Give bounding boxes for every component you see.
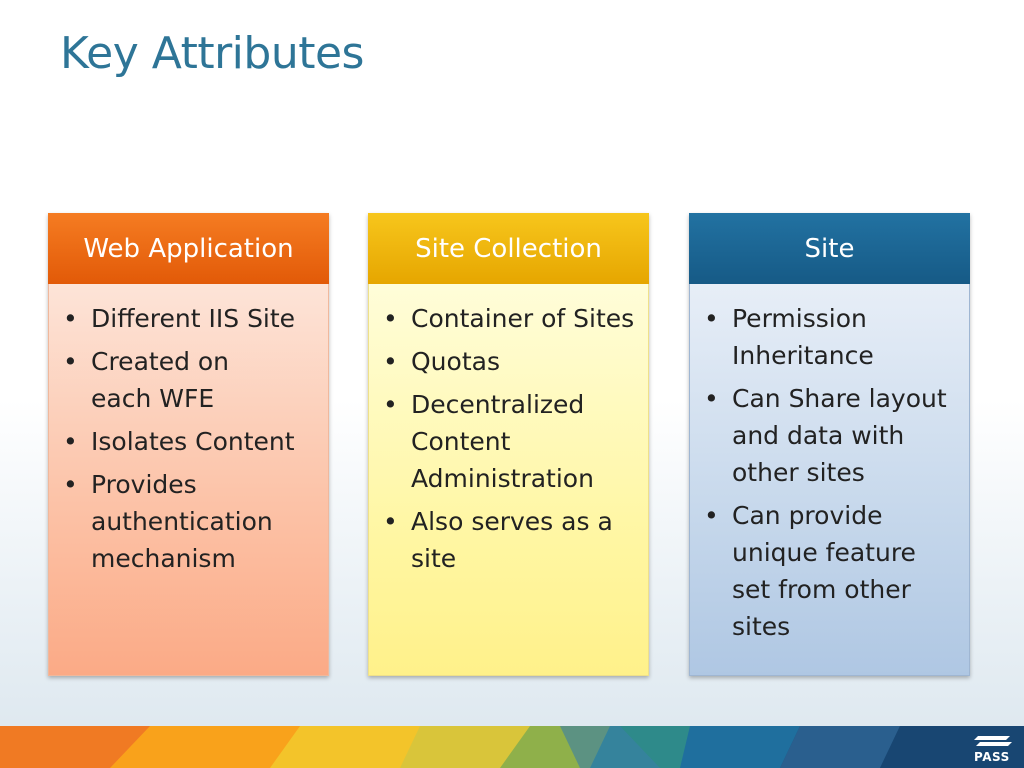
list-item-text: Quotas	[411, 347, 500, 376]
bullet-icon: •	[63, 347, 78, 376]
list-item-text: Decentralized Content Administration	[411, 390, 594, 493]
list-item: • Different IIS Site	[61, 300, 318, 337]
footer-decoration	[0, 726, 1024, 768]
list-item-text: Created on each WFE	[91, 347, 230, 413]
bullet-icon: •	[63, 304, 78, 333]
list-item-text: Different IIS Site	[91, 304, 296, 333]
site-header: Site	[689, 213, 970, 284]
bullet-icon: •	[63, 470, 78, 499]
pass-logo: PASS	[970, 734, 1014, 764]
list-item: • Can Share layout and data with other si…	[702, 380, 959, 491]
bullet-icon: •	[63, 427, 78, 456]
site-column: Site • Permission Inheritance • Can Share …	[689, 213, 970, 676]
pass-logo-icon	[974, 736, 1012, 746]
list-item: • Decentralized Content Administration	[381, 386, 638, 497]
site-list: • Permission Inheritance • Can Share layou…	[702, 300, 959, 645]
list-item: • Isolates Content	[61, 423, 318, 460]
bullet-icon: •	[704, 304, 719, 333]
web-application-header: Web Application	[48, 213, 329, 284]
site-body: • Permission Inheritance • Can Share layou…	[689, 284, 970, 676]
slide-title: Key Attributes	[60, 28, 364, 79]
list-item-text: Container of Sites	[411, 304, 635, 333]
list-item-text: Isolates Content	[91, 427, 295, 456]
list-item-text: Can provide unique feature set from othe…	[732, 501, 916, 641]
list-item: • Provides authentication mechanism	[61, 466, 318, 577]
list-item: • Quotas	[381, 343, 638, 380]
bullet-icon: •	[704, 384, 719, 413]
list-item-text: Also serves as a site	[411, 507, 613, 573]
site-collection-body: • Container of Sites • Quotas • Decentraliz…	[368, 284, 649, 676]
list-item-text: Can Share layout and data with other sit…	[732, 384, 947, 487]
pass-logo-text: PASS	[974, 750, 1010, 764]
site-collection-header: Site Collection	[368, 213, 649, 284]
bullet-icon: •	[383, 304, 398, 333]
web-application-column: Web Application • Different IIS Site • Cre…	[48, 213, 329, 676]
footer-band: PASS	[0, 726, 1024, 768]
site-collection-column: Site Collection • Container of Sites • Quo…	[368, 213, 649, 676]
bullet-icon: •	[383, 507, 398, 536]
list-item: • Can provide unique feature set from oth…	[702, 497, 959, 645]
list-item-text: Provides authentication mechanism	[91, 470, 273, 573]
site-collection-list: • Container of Sites • Quotas • Decentraliz…	[381, 300, 638, 577]
list-item: • Also serves as a site	[381, 503, 638, 577]
bullet-icon: •	[383, 347, 398, 376]
list-item: • Permission Inheritance	[702, 300, 959, 374]
list-item: • Created on each WFE	[61, 343, 318, 417]
list-item: • Container of Sites	[381, 300, 638, 337]
bullet-icon: •	[704, 501, 719, 530]
web-application-body: • Different IIS Site • Created on each WFE…	[48, 284, 329, 676]
bullet-icon: •	[383, 390, 398, 419]
list-item-text: Permission Inheritance	[732, 304, 874, 370]
web-application-list: • Different IIS Site • Created on each WFE…	[61, 300, 318, 577]
